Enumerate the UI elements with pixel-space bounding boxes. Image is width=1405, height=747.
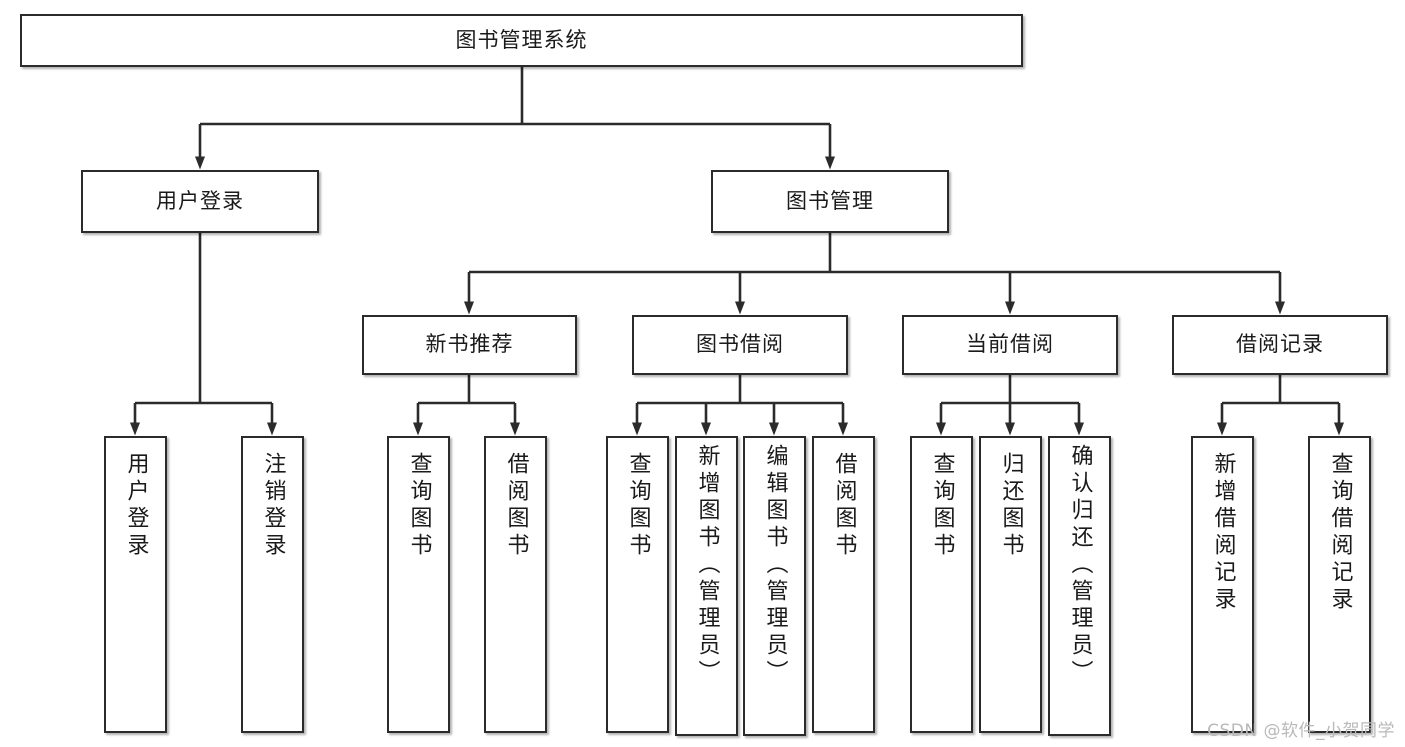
leaf-add-book-admin-label: 新增图书（管理员）: [694, 444, 720, 687]
leaf-query-book-current-label: 查询图书: [929, 452, 955, 560]
leaf-borrow-book-borrow[interactable]: 借阅图书: [812, 436, 875, 733]
node-current-borrow-label: 当前借阅: [966, 332, 1054, 357]
leaf-borrow-book-newbook[interactable]: 借阅图书: [484, 436, 547, 733]
node-root-label: 图书管理系统: [455, 27, 588, 52]
node-borrow-records[interactable]: 借阅记录: [1172, 315, 1388, 375]
leaf-confirm-return-admin[interactable]: 确认归还（管理员）: [1048, 436, 1111, 736]
leaf-add-borrow-record[interactable]: 新增借阅记录: [1191, 436, 1254, 733]
leaf-return-book-label: 归还图书: [998, 452, 1024, 560]
leaf-add-book-admin[interactable]: 新增图书（管理员）: [675, 436, 738, 736]
leaf-query-book-borrow[interactable]: 查询图书: [606, 436, 669, 733]
node-root-book-management-system[interactable]: 图书管理系统: [20, 14, 1023, 67]
leaf-user-login-label: 用户登录: [123, 452, 149, 560]
leaf-return-book[interactable]: 归还图书: [979, 436, 1042, 733]
leaf-borrow-book-newbook-label: 借阅图书: [503, 452, 529, 560]
csdn-watermark: CSDN @软件_小贺同学: [1207, 721, 1395, 741]
node-book-borrow-label: 图书借阅: [696, 332, 784, 357]
leaf-edit-book-admin-label: 编辑图书（管理员）: [762, 444, 788, 687]
leaf-user-login[interactable]: 用户登录: [104, 436, 167, 733]
node-new-book-recommend[interactable]: 新书推荐: [362, 315, 577, 375]
node-new-book-recommend-label: 新书推荐: [425, 332, 514, 357]
node-book-management-label: 图书管理: [786, 188, 874, 213]
node-current-borrow[interactable]: 当前借阅: [902, 315, 1118, 375]
leaf-query-book-newbook[interactable]: 查询图书: [387, 436, 450, 733]
node-borrow-records-label: 借阅记录: [1236, 332, 1324, 357]
leaf-confirm-return-admin-label: 确认归还（管理员）: [1067, 444, 1093, 687]
leaf-logout[interactable]: 注销登录: [241, 436, 304, 733]
leaf-query-borrow-record[interactable]: 查询借阅记录: [1308, 436, 1371, 733]
leaf-query-book-current[interactable]: 查询图书: [910, 436, 973, 733]
leaf-query-borrow-record-label: 查询借阅记录: [1327, 452, 1353, 614]
leaf-query-book-newbook-label: 查询图书: [406, 452, 432, 560]
leaf-edit-book-admin[interactable]: 编辑图书（管理员）: [743, 436, 806, 736]
leaf-add-borrow-record-label: 新增借阅记录: [1210, 452, 1236, 614]
node-user-login-label: 用户登录: [156, 188, 244, 213]
node-user-login[interactable]: 用户登录: [81, 170, 319, 233]
node-book-borrow[interactable]: 图书借阅: [632, 315, 848, 375]
leaf-query-book-borrow-label: 查询图书: [625, 452, 651, 560]
leaf-borrow-book-borrow-label: 借阅图书: [831, 452, 857, 560]
node-book-management[interactable]: 图书管理: [711, 170, 949, 233]
leaf-logout-label: 注销登录: [260, 452, 286, 560]
